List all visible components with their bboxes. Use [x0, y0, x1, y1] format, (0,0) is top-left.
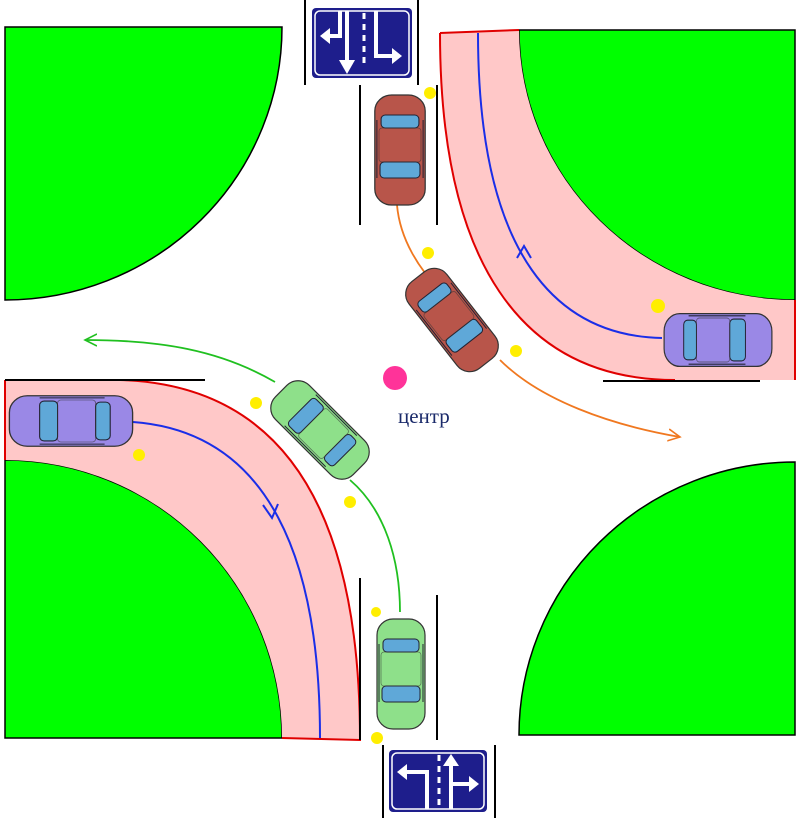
arrow-down-icon: [262, 503, 279, 521]
trajectory-green-car: [85, 340, 401, 613]
center-point: [383, 366, 407, 390]
grass-top-left: [4, 26, 283, 301]
green-car-waiting: [376, 618, 426, 730]
grass-bottom-right: [518, 461, 796, 736]
purple-car-left: [8, 395, 134, 447]
turn-lane-top-right: [440, 30, 795, 380]
top-lane-direction-sign: [312, 8, 412, 78]
red-car-turning: [398, 261, 506, 379]
lane-markings: [5, 0, 760, 818]
bottom-lane-direction-sign: [389, 750, 487, 812]
arrow-up-icon: [516, 244, 532, 259]
turn-lane-edge-bottom-left: [4, 379, 362, 742]
path-purple-car-bottom-left: [132, 421, 321, 739]
lane-arrows-icon: [326, 11, 394, 70]
center-label: центр: [398, 404, 450, 428]
purple-car-right: [663, 312, 773, 368]
turn-lane-edge-top-right: [439, 29, 796, 381]
turn-lane-bottom-left: [5, 380, 360, 740]
lane-arrows-icon: [405, 755, 471, 809]
turn-signal-lights: [133, 87, 665, 744]
red-car-waiting: [374, 94, 426, 206]
path-purple-car-top-right: [477, 32, 663, 339]
